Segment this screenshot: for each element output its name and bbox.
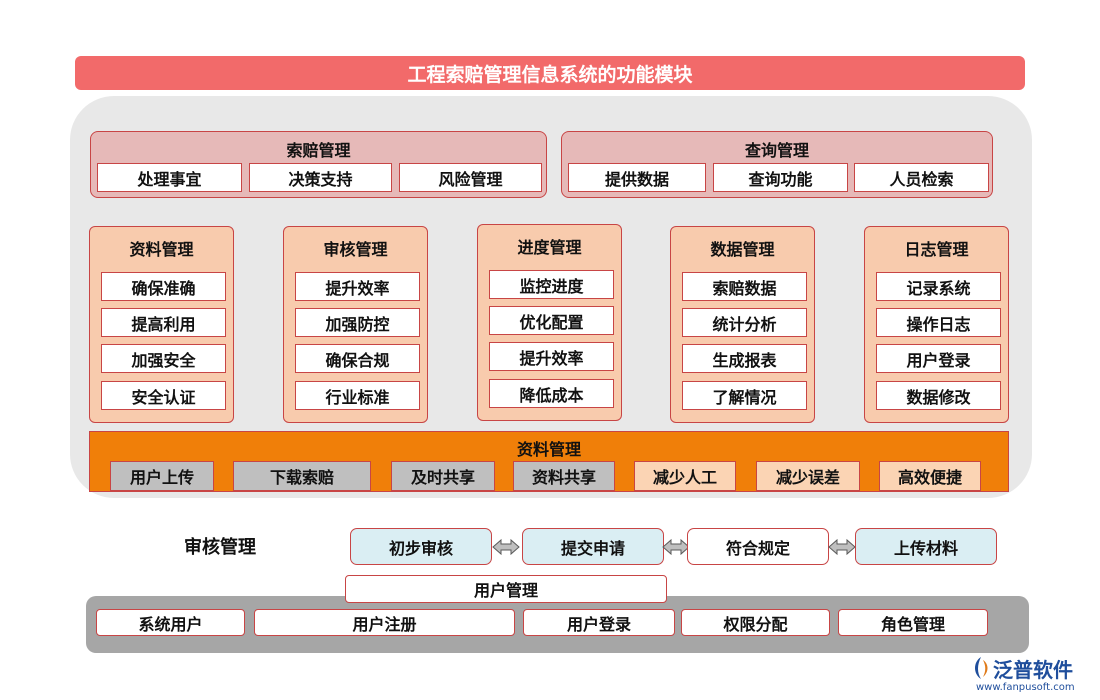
flow-step: 初步审核 [350,528,492,565]
band-item: 高效便捷 [879,461,981,491]
module-item: 用户登录 [876,344,1001,373]
module-item: 操作日志 [876,308,1001,337]
module-group-log: 日志管理 记录系统 操作日志 用户登录 数据修改 [864,226,1009,423]
module-item: 统计分析 [682,308,807,337]
module-item: 提高利用 [101,308,226,337]
module-item: 提升效率 [295,272,420,301]
query-management-group: 查询管理 提供数据 查询功能 人员检索 [561,131,993,198]
query-management-title: 查询管理 [744,141,809,160]
module-item: 确保合规 [295,344,420,373]
module-item: 行业标准 [295,381,420,410]
module-item: 提升效率 [489,342,614,371]
module-group-review: 审核管理 提升效率 加强防控 确保合规 行业标准 [283,226,428,423]
double-arrow-icon [662,538,690,556]
module-item: 生成报表 [682,344,807,373]
page-title: 工程索赔管理信息系统的功能模块 [75,56,1025,90]
band-item: 下载索赔 [233,461,371,491]
module-item: 加强安全 [101,344,226,373]
user-item: 用户注册 [254,609,515,636]
query-item: 查询功能 [713,163,848,192]
claim-management-title: 索赔管理 [286,141,351,160]
query-item: 人员检索 [854,163,989,192]
brand-logo-icon [975,657,988,679]
claim-item: 处理事宜 [97,163,242,192]
brand-logo: 泛普软件 www.fanpusoft.com [966,654,1091,698]
module-item: 安全认证 [101,381,226,410]
claim-item: 决策支持 [249,163,392,192]
module-item: 加强防控 [295,308,420,337]
flow-step: 提交申请 [522,528,664,565]
module-group-data: 资料管理 确保准确 提高利用 加强安全 安全认证 [89,226,234,423]
module-title: 资料管理 [129,240,194,259]
module-item: 记录系统 [876,272,1001,301]
module-item: 确保准确 [101,272,226,301]
band-item: 减少人工 [634,461,736,491]
module-item: 降低成本 [489,379,614,408]
module-group-progress: 进度管理 监控进度 优化配置 提升效率 降低成本 [477,224,622,421]
band-title: 资料管理 [516,440,581,459]
band-item: 及时共享 [391,461,495,491]
user-management-title: 用户管理 [345,575,667,603]
module-item: 索赔数据 [682,272,807,301]
user-item: 系统用户 [96,609,245,636]
band-item: 资料共享 [513,461,615,491]
claim-item: 风险管理 [399,163,542,192]
review-flow-label: 审核管理 [184,537,256,558]
module-item: 优化配置 [489,306,614,335]
data-management-band: 资料管理 用户上传 下载索赔 及时共享 资料共享 减少人工 减少误差 高效便捷 [89,431,1009,492]
brand-logo-url: www.fanpusoft.com [976,682,1075,693]
band-item: 减少误差 [756,461,860,491]
user-item: 角色管理 [838,609,988,636]
user-item: 用户登录 [523,609,675,636]
flow-step: 上传材料 [855,528,997,565]
module-group-statistics: 数据管理 索赔数据 统计分析 生成报表 了解情况 [670,226,815,423]
flow-step: 符合规定 [687,528,829,565]
module-item: 监控进度 [489,270,614,299]
module-title: 进度管理 [517,238,582,257]
user-item: 权限分配 [681,609,830,636]
claim-management-group: 索赔管理 处理事宜 决策支持 风险管理 [90,131,547,198]
module-item: 数据修改 [876,381,1001,410]
query-item: 提供数据 [568,163,706,192]
module-title: 审核管理 [323,240,388,259]
module-title: 数据管理 [710,240,775,259]
brand-logo-name: 泛普软件 [993,658,1073,682]
band-item: 用户上传 [110,461,214,491]
module-item: 了解情况 [682,381,807,410]
double-arrow-icon [492,538,520,556]
double-arrow-icon [828,538,856,556]
module-title: 日志管理 [904,240,969,259]
